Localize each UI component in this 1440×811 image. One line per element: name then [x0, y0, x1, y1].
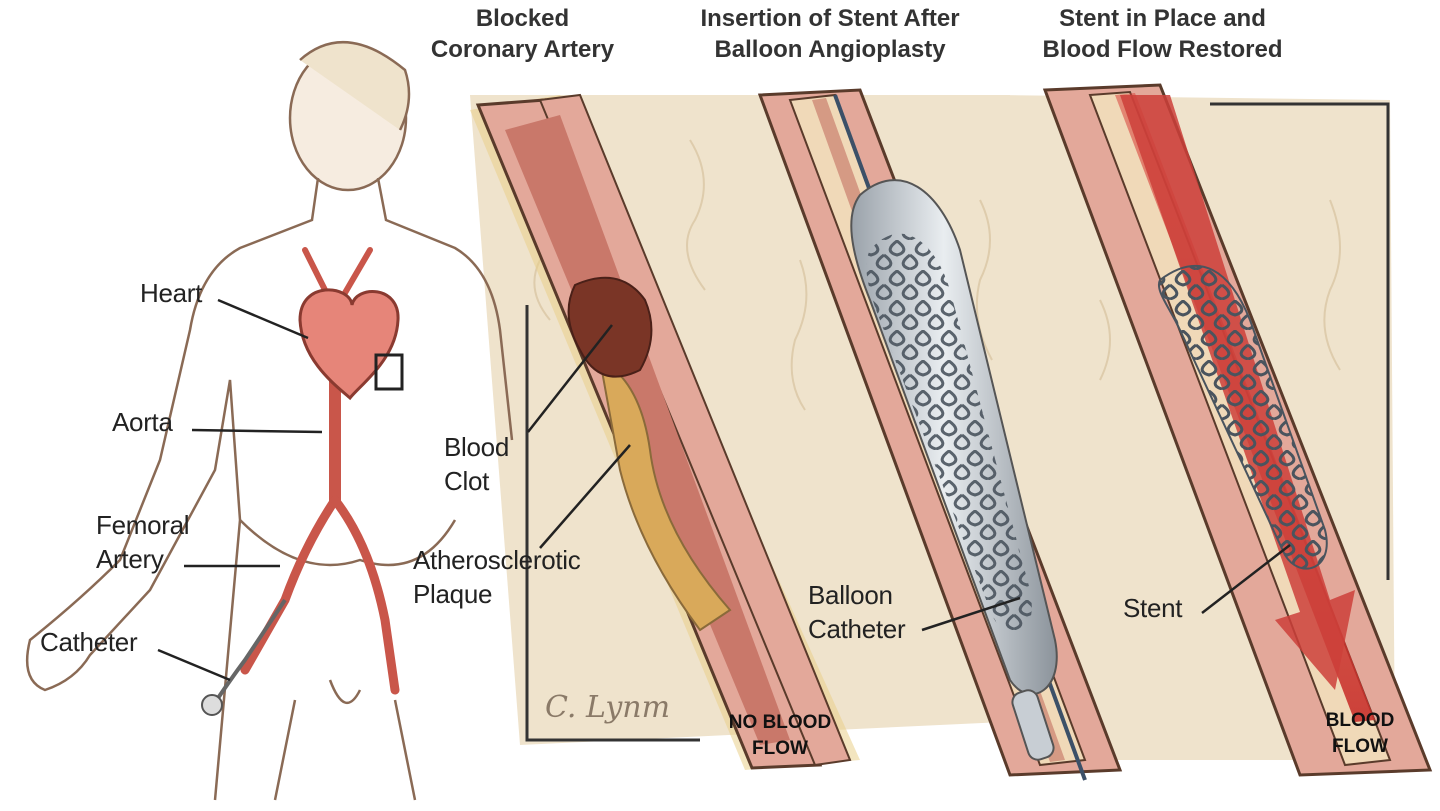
label-femoral-artery: Femoral Artery [96, 508, 190, 576]
label-line: Plaque [413, 579, 493, 609]
header-stent-in-place: Stent in Place and Blood Flow Restored [1015, 3, 1310, 65]
header-line: Blocked [475, 5, 570, 32]
label-catheter: Catheter [40, 627, 138, 657]
stent-mesh-balloon [866, 233, 1032, 635]
label-line: Catheter [808, 614, 906, 644]
heart-detail-box [374, 353, 404, 391]
label-line: NO BLOOD [728, 712, 832, 733]
label-line: Clot [444, 466, 490, 496]
label-line: Artery [96, 544, 164, 574]
stent-mesh-placed [1157, 264, 1328, 570]
header-stent-insertion: Insertion of Stent After Balloon Angiopl… [670, 3, 990, 65]
header-line: Stent in Place and [1059, 5, 1266, 32]
human-figure [25, 41, 514, 801]
catheter-line [208, 598, 287, 712]
label-line: FLOW [1332, 736, 1388, 757]
label-balloon-catheter: Balloon Catheter [808, 578, 906, 646]
label-line: BLOOD [1325, 710, 1395, 731]
label-no-blood-flow: NO BLOOD FLOW [705, 710, 855, 762]
label-heart: Heart [140, 278, 203, 308]
header-line: Insertion of Stent After [700, 5, 960, 32]
restored-artery [1042, 83, 1433, 777]
label-line: Atherosclerotic [413, 545, 581, 575]
label-blood-flow: BLOOD FLOW [1300, 708, 1420, 760]
label-stent: Stent [1123, 593, 1183, 623]
label-blood-clot: Blood Clot [444, 430, 509, 498]
leader-lines [157, 298, 1291, 682]
label-line: Blood [444, 432, 509, 462]
header-blocked-artery: Blocked Coronary Artery [410, 3, 635, 65]
label-aorta: Aorta [112, 407, 173, 437]
blocked-artery [470, 93, 860, 770]
label-plaque: Atherosclerotic Plaque [413, 543, 581, 611]
artist-signature: C. Lynm [545, 690, 671, 725]
heart-shape [298, 288, 400, 401]
label-line: Femoral [96, 510, 190, 540]
header-line: Coronary Artery [430, 36, 615, 63]
label-line: FLOW [752, 738, 808, 759]
label-line: Balloon [808, 580, 893, 610]
panel-frame-lines [525, 102, 1390, 742]
header-line: Balloon Angioplasty [714, 36, 946, 63]
stent-insertion-artery [757, 88, 1123, 781]
header-line: Blood Flow Restored [1042, 36, 1283, 63]
